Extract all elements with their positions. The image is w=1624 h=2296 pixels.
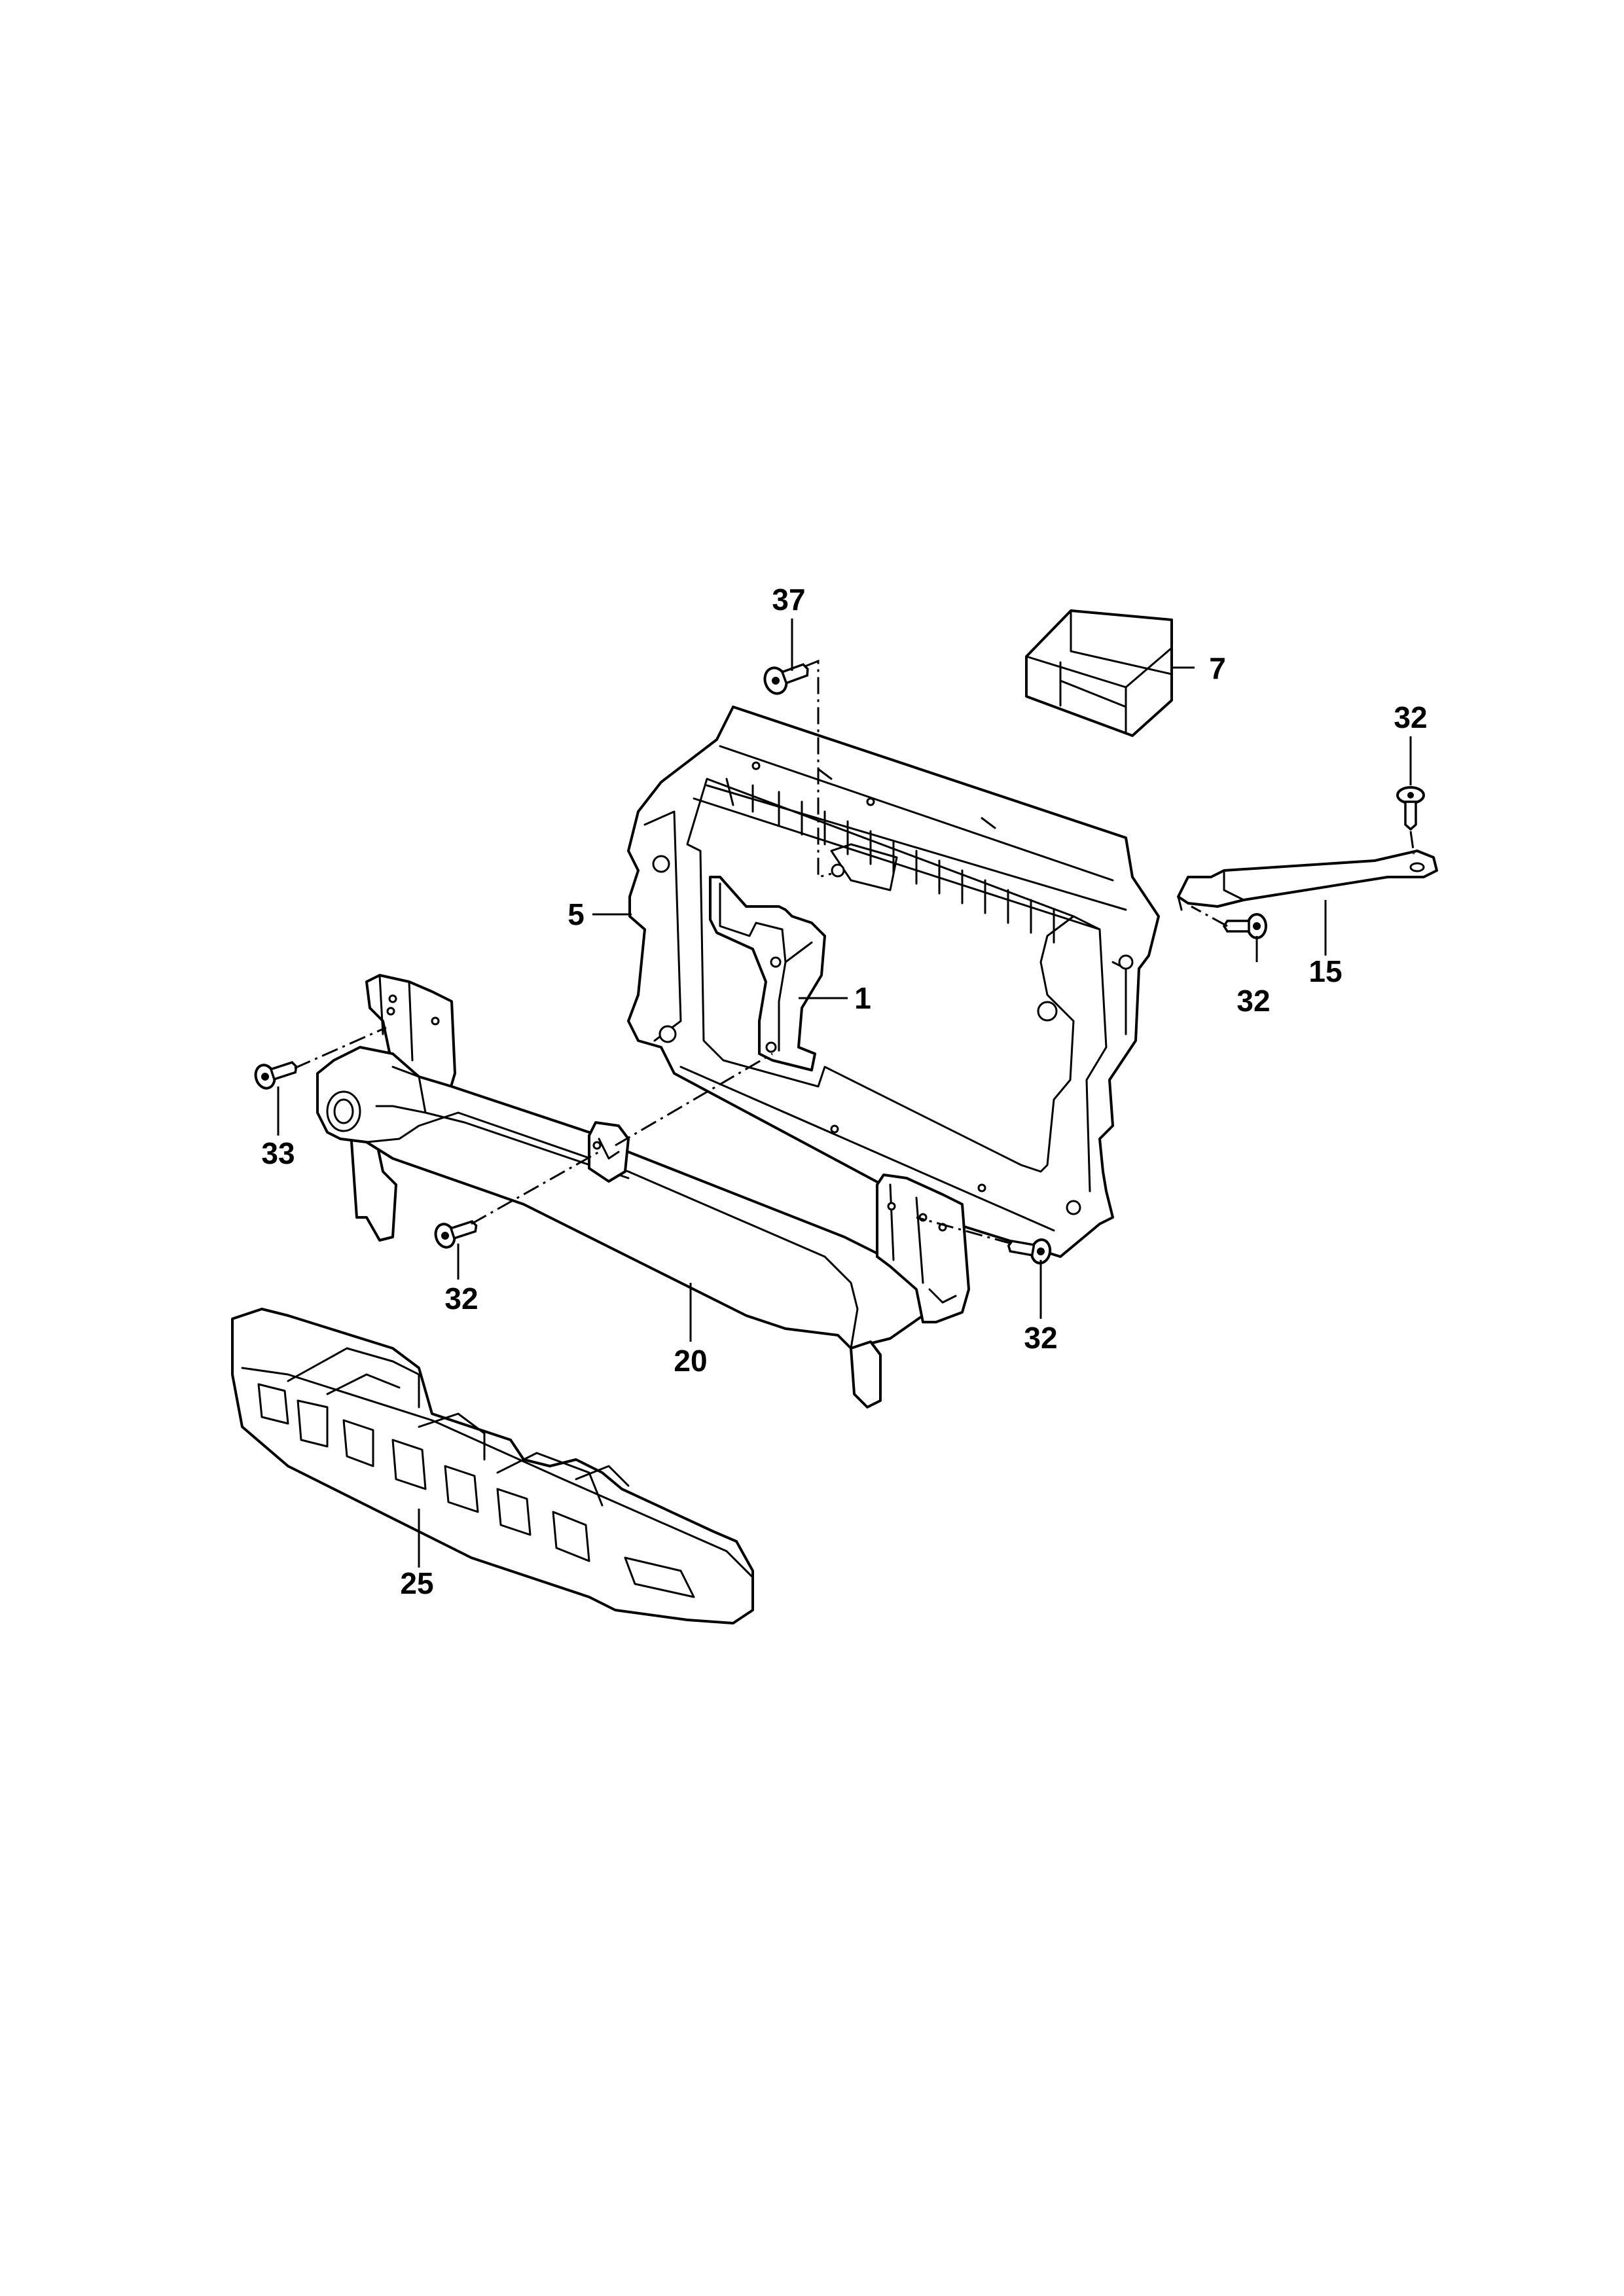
callout-25: 25	[400, 1566, 433, 1600]
part-5-front-carrier-panel	[627, 706, 1160, 1258]
leader-lines	[277, 619, 1412, 1568]
screw-32-brace	[1222, 913, 1267, 939]
callouts: 37 7 32 5 1 15 32 33 32 20 32 25	[261, 583, 1427, 1600]
callout-32-brace: 32	[1236, 984, 1270, 1018]
callout-5: 5	[568, 897, 585, 931]
part-20-bumper-crossmember	[316, 974, 970, 1408]
callout-32-right: 32	[1024, 1321, 1057, 1355]
callout-7: 7	[1209, 651, 1226, 685]
screw-33	[254, 1061, 298, 1090]
callout-1: 1	[854, 981, 871, 1015]
callout-15: 15	[1308, 954, 1342, 988]
screw-32-top-right	[1396, 786, 1425, 831]
callout-33: 33	[261, 1136, 295, 1170]
part-15-brace-strap	[1177, 850, 1438, 911]
part-7-bracket-block	[1025, 609, 1173, 737]
callout-32-top-right: 32	[1394, 700, 1427, 734]
part-25-energy-absorber	[231, 1308, 754, 1624]
part-1-center-stay	[709, 876, 826, 1071]
assembly-lines	[294, 659, 1415, 1245]
callout-32-center: 32	[444, 1282, 478, 1316]
callout-37: 37	[772, 583, 805, 617]
callout-20: 20	[674, 1344, 707, 1378]
screw-37	[763, 663, 809, 695]
screw-32-center	[434, 1220, 478, 1249]
